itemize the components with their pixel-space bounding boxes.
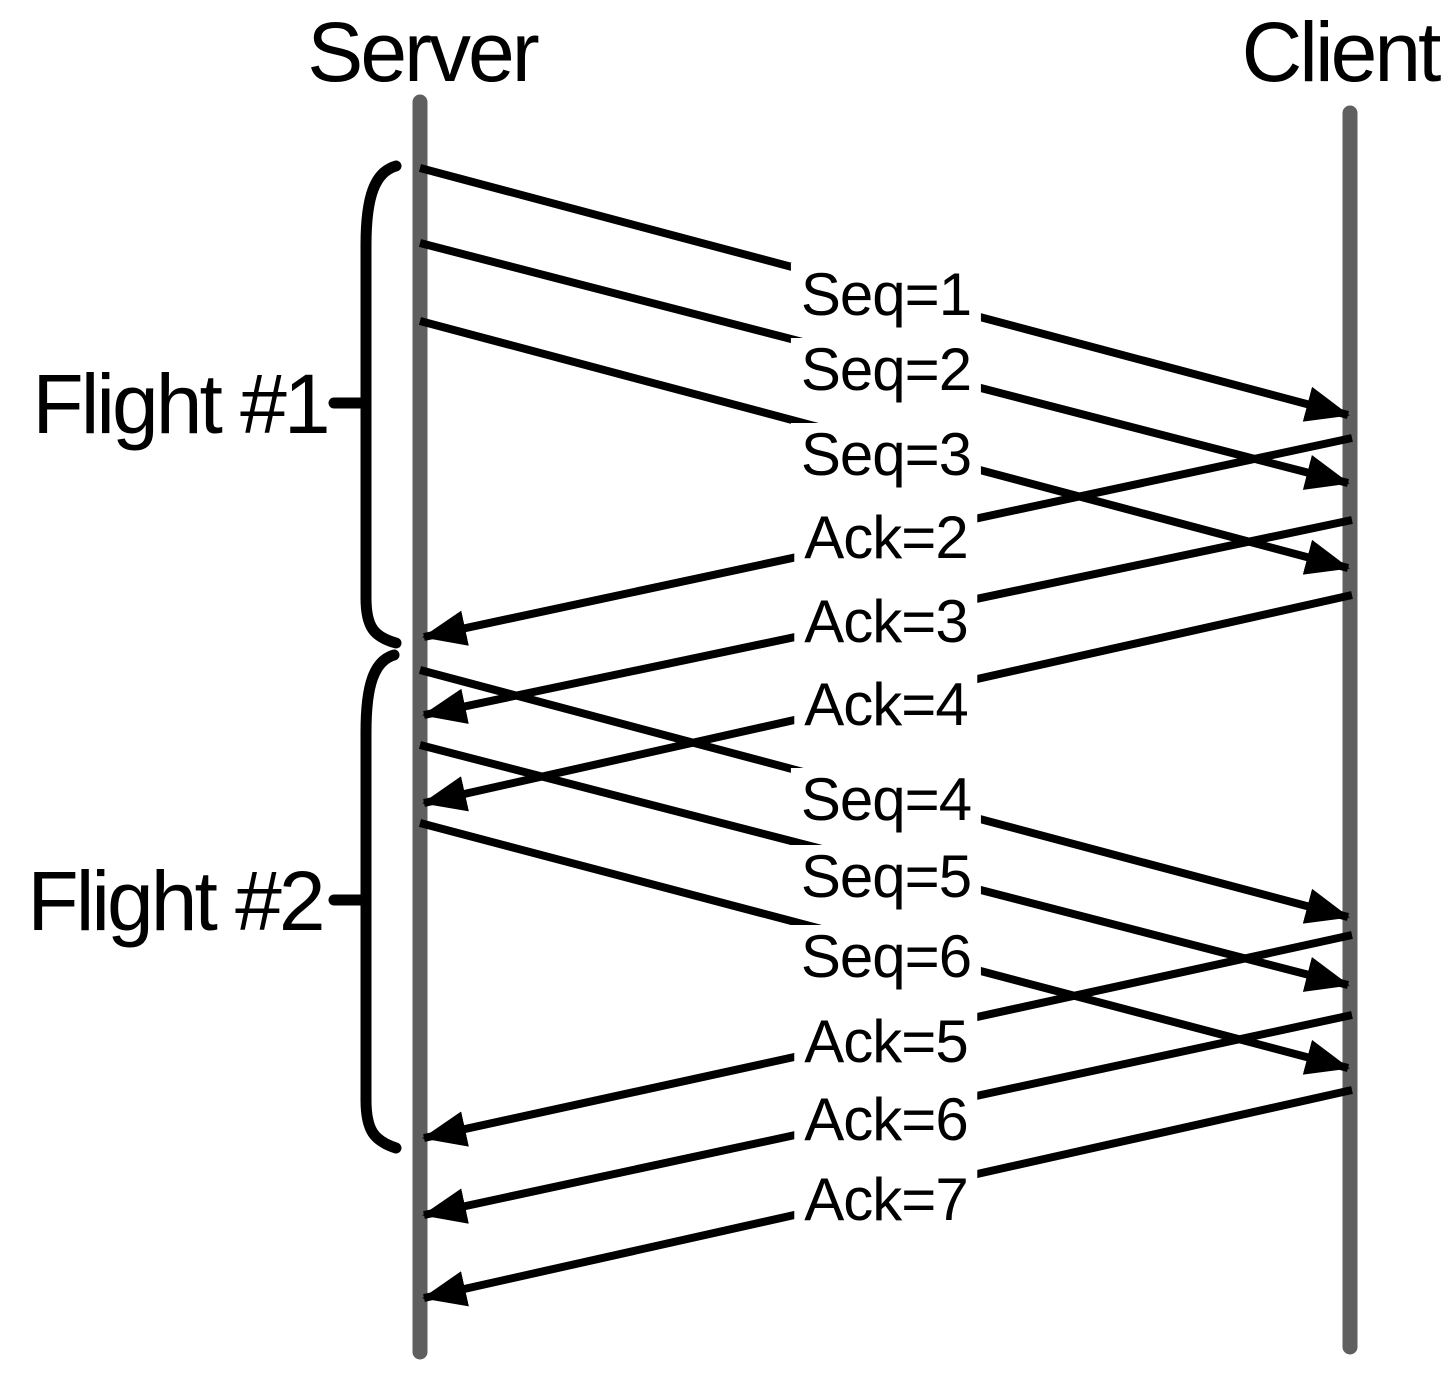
flight1-label: Flight #1 bbox=[32, 357, 330, 451]
message-label-seq-2: Seq=2 bbox=[790, 338, 982, 401]
message-label-ack-5: Ack=5 bbox=[794, 1010, 978, 1073]
client-title: Client bbox=[1241, 5, 1442, 99]
message-label-ack-3: Ack=3 bbox=[794, 590, 978, 653]
message-label-seq-6: Seq=6 bbox=[790, 925, 982, 988]
message-label-seq-3: Seq=3 bbox=[790, 423, 982, 486]
message-label-ack-4: Ack=4 bbox=[794, 673, 978, 736]
flight2-brace bbox=[360, 649, 402, 1154]
flight1-brace bbox=[360, 160, 402, 649]
server-title: Server bbox=[307, 5, 539, 99]
message-label-seq-5: Seq=5 bbox=[790, 845, 982, 908]
message-label-ack-2: Ack=2 bbox=[794, 506, 978, 569]
message-label-seq-1: Seq=1 bbox=[790, 263, 982, 326]
message-label-ack-7: Ack=7 bbox=[794, 1168, 978, 1231]
flight2-label: Flight #2 bbox=[27, 854, 325, 948]
message-label-seq-4: Seq=4 bbox=[790, 768, 982, 831]
message-label-ack-6: Ack=6 bbox=[794, 1088, 978, 1151]
